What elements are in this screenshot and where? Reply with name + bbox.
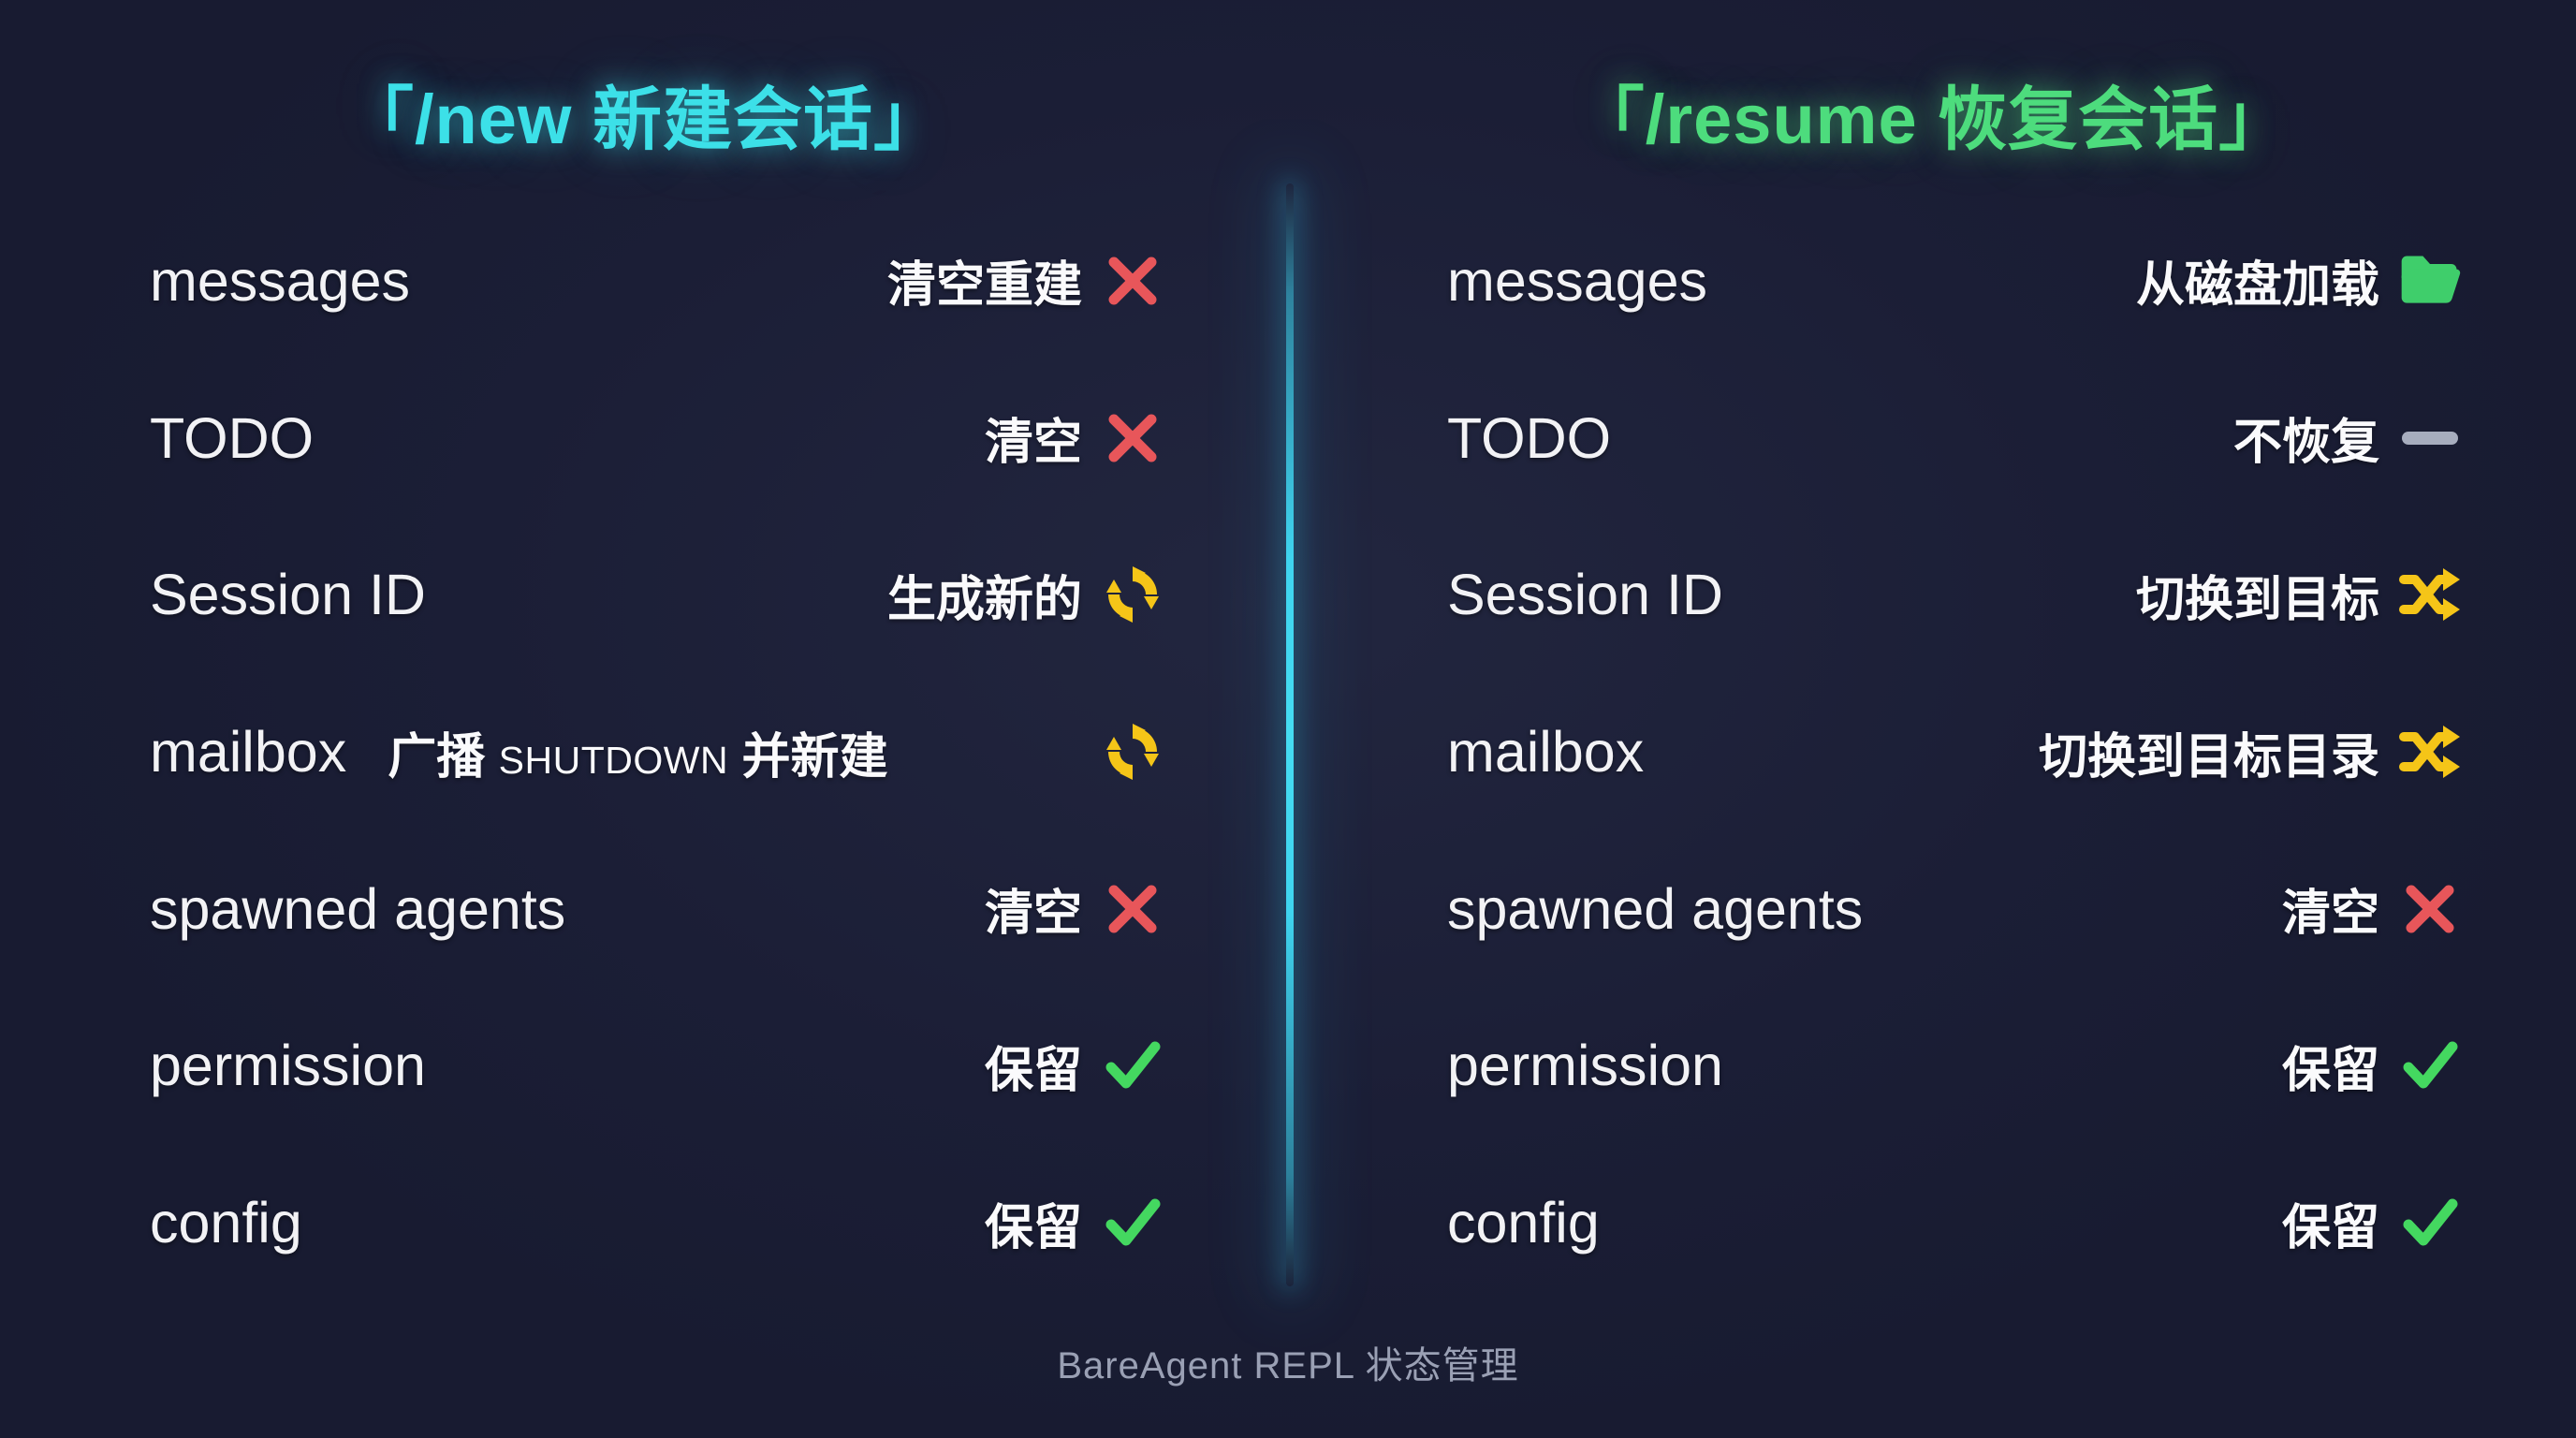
cross-icon [1099, 247, 1166, 315]
check-icon [2396, 1189, 2464, 1256]
row-key: Session ID [150, 563, 426, 627]
table-row: spawned agents 清空 [150, 830, 1166, 988]
check-icon [2396, 1032, 2464, 1099]
sync-icon [1099, 561, 1166, 628]
table-row: messages 清空重建 [150, 202, 1166, 360]
title-cell-left: 「/new 新建会话」 [0, 0, 1288, 187]
table-row: mailbox 切换到目标目录 [1447, 673, 2464, 830]
check-icon [1099, 1032, 1166, 1099]
comparison-panels: messages 清空重建 TODO 清空 Session ID 生成新的 mailbox 广… [0, 187, 2576, 1301]
row-key: spawned agents [150, 876, 566, 941]
row-list-new: messages 清空重建 TODO 清空 Session ID 生成新的 mailbox 广… [150, 187, 1166, 1301]
column-title-new: 「/new 新建会话」 [344, 80, 944, 158]
row-key: messages [1447, 248, 1708, 313]
row-value-keyword: SHUTDOWN [498, 738, 729, 782]
cross-icon [1099, 404, 1166, 472]
row-value-prefix: 广播 [388, 729, 499, 785]
row-value: 保留 [2281, 1200, 2379, 1255]
cross-icon [1099, 875, 1166, 943]
row-value: 保留 [2281, 1043, 2379, 1098]
footer-caption: BareAgent REPL 状态管理 [1057, 1345, 1519, 1387]
row-key: config [150, 1191, 302, 1255]
row-value-suffix: 并新建 [728, 729, 888, 785]
row-key: Session ID [1447, 563, 1723, 627]
sync-icon [1099, 718, 1166, 785]
table-row: spawned agents 清空 [1447, 830, 2464, 988]
row-key: messages [150, 248, 411, 313]
row-list-resume: messages 从磁盘加载 TODO 不恢复 Session ID 切换到目标 mailb… [1447, 187, 2464, 1301]
title-cell-right: 「/resume 恢复会话」 [1288, 0, 2576, 187]
table-row: messages 从磁盘加载 [1447, 202, 2464, 360]
shuffle-icon [2396, 718, 2464, 785]
vertical-divider [1286, 183, 1294, 1286]
dash-icon [2396, 404, 2464, 472]
panel-new: messages 清空重建 TODO 清空 Session ID 生成新的 mailbox 广… [0, 187, 1288, 1301]
shuffle-icon [2396, 561, 2464, 628]
row-value: 从磁盘加载 [2135, 258, 2379, 314]
row-value: 切换到目标目录 [2038, 729, 2379, 785]
row-value: 清空 [984, 416, 1082, 471]
table-row: config 保留 [150, 1144, 1166, 1301]
row-value: 清空重建 [886, 258, 1082, 314]
folder-icon [2396, 247, 2464, 315]
column-title-resume: 「/resume 恢复会话」 [1574, 80, 2290, 158]
table-row: TODO 不恢复 [1447, 360, 2464, 517]
check-icon [1099, 1189, 1166, 1256]
table-row: Session ID 生成新的 [150, 516, 1166, 673]
table-row: mailbox 广播 SHUTDOWN 并新建 [150, 673, 1166, 830]
row-key: config [1447, 1191, 1600, 1255]
row-key: permission [150, 1034, 426, 1098]
table-row: permission 保留 [1447, 988, 2464, 1145]
row-value: 清空 [984, 887, 1082, 942]
row-value: 保留 [984, 1200, 1082, 1255]
row-value: 生成新的 [886, 572, 1082, 627]
table-row: config 保留 [1447, 1144, 2464, 1301]
row-value: 广播 SHUTDOWN 并新建 [388, 717, 887, 787]
table-row: permission 保留 [150, 988, 1166, 1145]
row-value: 不恢复 [2232, 416, 2379, 471]
table-row: TODO 清空 [150, 360, 1166, 517]
titles-bar: 「/new 新建会话」 「/resume 恢复会话」 [0, 0, 2576, 187]
row-key: TODO [1447, 405, 1612, 470]
row-key: mailbox [150, 720, 347, 785]
row-value: 保留 [984, 1043, 1082, 1098]
row-key: TODO [150, 405, 315, 470]
table-row: Session ID 切换到目标 [1447, 516, 2464, 673]
row-key: permission [1447, 1034, 1723, 1098]
row-key: spawned agents [1447, 876, 1864, 941]
row-value: 切换到目标 [2135, 572, 2379, 627]
row-value: 清空 [2281, 887, 2379, 942]
panel-resume: messages 从磁盘加载 TODO 不恢复 Session ID 切换到目标 mailb… [1288, 187, 2576, 1301]
cross-icon [2396, 875, 2464, 943]
row-key: mailbox [1447, 720, 1645, 785]
